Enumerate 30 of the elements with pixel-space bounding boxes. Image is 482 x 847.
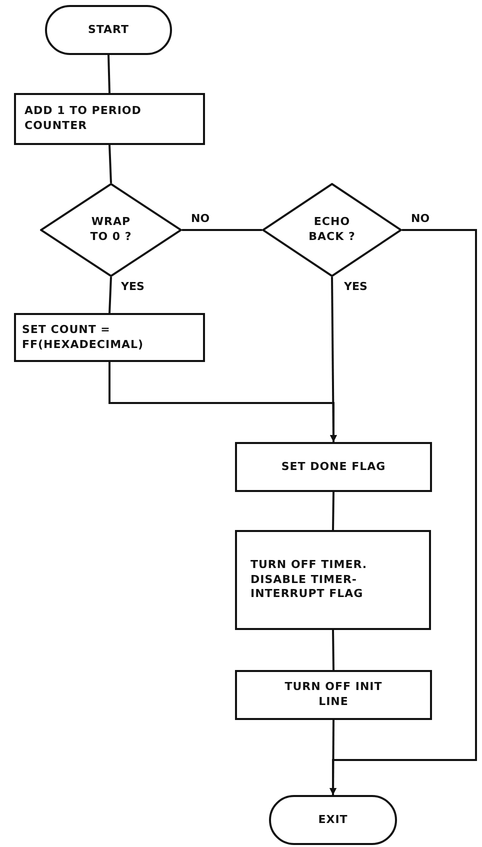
connector (108, 276, 112, 314)
terminal-shape (45, 5, 172, 55)
edge-label: NO (410, 212, 431, 225)
terminal-shape (269, 795, 397, 845)
connector (108, 362, 337, 442)
connector (108, 144, 112, 184)
edge-label: NO (190, 212, 211, 225)
node-label: ECHO BACK ? (308, 215, 356, 245)
process-box (235, 670, 432, 720)
node-label: TURN OFF INIT LINE (284, 680, 384, 710)
edge-label: YES (120, 280, 146, 293)
process-box (14, 93, 205, 145)
node-label: SET COUNT = FF(HEXADECIMAL) (22, 322, 145, 352)
decision-diamond (262, 183, 402, 277)
connector (332, 630, 334, 670)
decision-diamond (40, 183, 182, 277)
process-box (235, 442, 432, 492)
connector (182, 229, 262, 231)
node-label: SET DONE FLAG (280, 460, 387, 474)
connector (332, 492, 334, 530)
connector (108, 54, 110, 94)
node-label: EXIT (317, 812, 349, 828)
edge-label: YES (343, 280, 368, 293)
node-label: TURN OFF TIMER. DISABLE TIMER-INTERRUPT FLAG (250, 558, 368, 602)
process-box (14, 313, 205, 362)
node-label: START (86, 22, 130, 38)
process-box (235, 530, 431, 630)
connector (330, 229, 477, 795)
node-label: WRAP TO 0 ? (89, 215, 133, 245)
node-label: ADD 1 TO PERIOD COUNTER (24, 104, 142, 134)
